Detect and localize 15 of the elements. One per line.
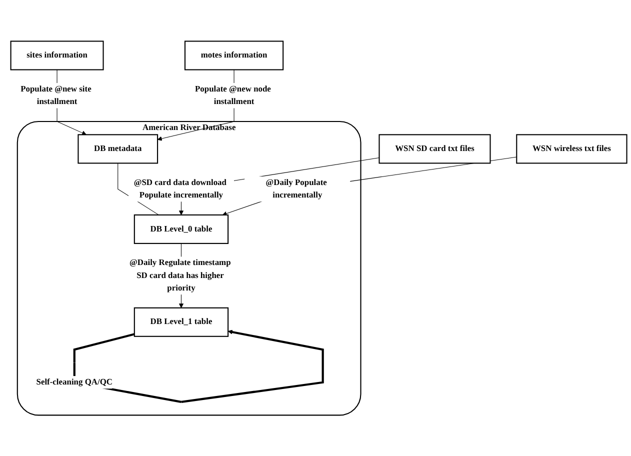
node-box: sites information: [10, 40, 104, 70]
edge-label: @Daily Populate incrementally: [266, 178, 327, 200]
node-box: WSN SD card txt files: [378, 134, 491, 164]
node-box: WSN wireless txt files: [516, 134, 628, 164]
arrow: [178, 157, 380, 215]
edge-label: @SD card data download Populate incrementally: [134, 178, 226, 200]
edge-label: Populate @new site installment: [20, 84, 92, 106]
node-box: DB metadata: [78, 134, 158, 164]
node-box: DB Level_0 table: [134, 214, 229, 244]
edge-label: @Daily Regulate timestamp SD card data has higher priority: [130, 258, 231, 292]
edge-label: Populate @new node installment: [195, 84, 271, 106]
node-box: motes information: [184, 40, 284, 70]
node-box: DB Level_1 table: [134, 307, 229, 337]
edge-label: Self-cleaning QA/QC: [36, 377, 113, 386]
arrow: [222, 156, 517, 216]
